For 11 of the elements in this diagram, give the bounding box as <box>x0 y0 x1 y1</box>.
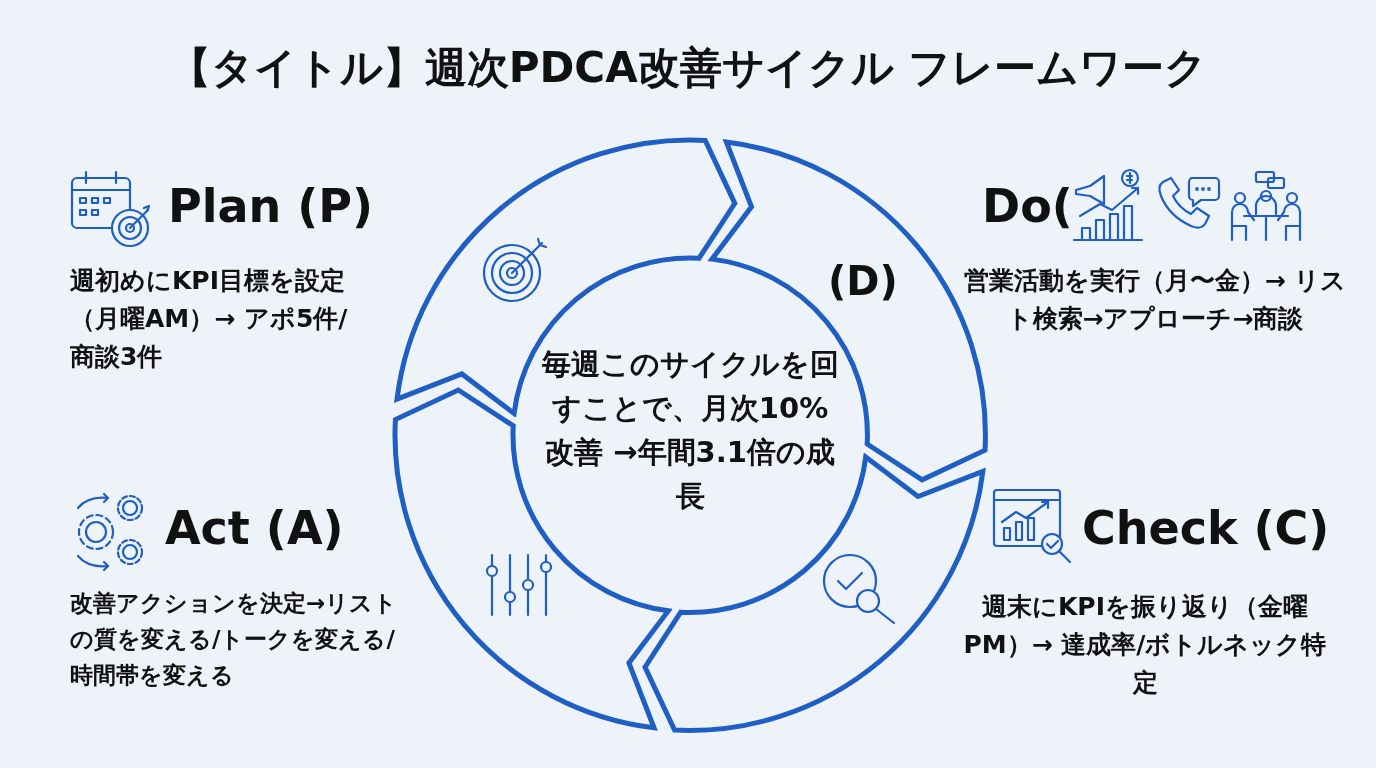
heading: Act (A) <box>165 500 344 556</box>
heading: Do( <box>982 178 1073 234</box>
body-text: 週末にKPIを振り返り（金曜PM）→ 達成率/ボトルネック特定 <box>962 591 1328 699</box>
body-text: 週初めにKPI目標を設定（月曜AM）→ アポ5件/商談3件 <box>70 265 349 373</box>
body-text: 改善アクションを決定→リストの質を変える/トークを変える/時間帯を変える <box>70 589 399 690</box>
center-text: 毎週このサイクルを回すことで、月次10%改善 →年間3.1倍の成長 <box>540 346 840 515</box>
heading: Plan (P) <box>168 178 374 234</box>
heading: Check (C) <box>1082 500 1330 556</box>
body-text: 営業活動を実行（月〜金）→ リスト検索→アプローチ→商談 <box>962 265 1348 335</box>
segment-label: (D) <box>828 258 898 304</box>
title: 【タイトル】週次PDCA改善サイクル フレームワーク <box>167 42 1209 94</box>
